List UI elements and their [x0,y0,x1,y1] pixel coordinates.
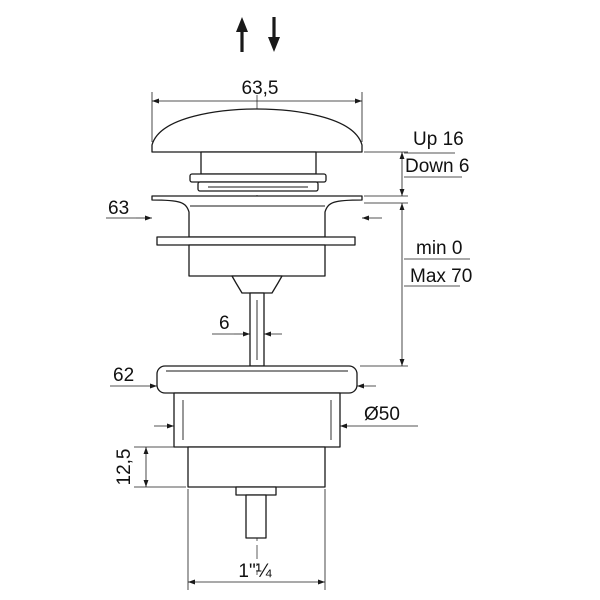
rod-diameter-label: 6 [219,313,230,334]
spigot-collar [235,486,277,496]
washer-plate [156,236,356,246]
travel-down-label: Down 6 [405,156,469,177]
spigot [245,494,267,539]
body-taper [231,275,283,294]
up-arrow-icon [236,17,248,52]
upper-body [188,244,326,277]
base-flange-diameter-label: 62 [113,365,134,386]
body-flange [151,195,363,238]
lower-body [173,392,341,448]
travel-up-label: Up 16 [413,129,464,150]
body-diameter-label: Ø50 [364,404,400,425]
cap-neck [200,151,317,175]
down-arrow-icon [268,17,280,52]
base-flange [156,365,358,394]
seal-ring-outer [189,173,327,183]
cap-diameter-label: 63,5 [242,78,279,99]
thread-section [187,446,326,488]
adjust-max-label: Max 70 [410,266,472,287]
adjust-min-label: min 0 [416,238,462,259]
seal-ring-inner [197,181,319,192]
flange-diameter-label: 63 [108,198,129,219]
cap [151,108,363,153]
thread-height-label: 12,5 [114,449,135,486]
thread-size-label: 1"¼ [238,561,272,582]
